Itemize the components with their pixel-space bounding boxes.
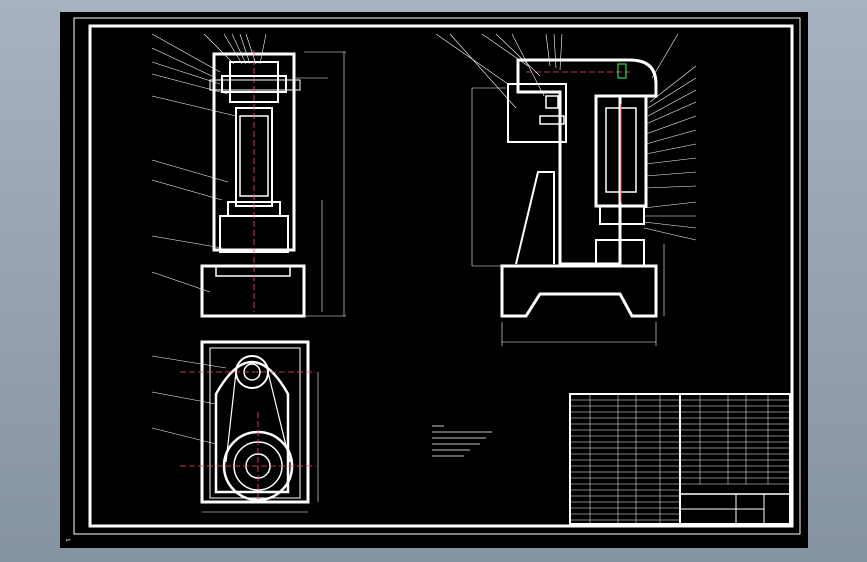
title-block (569, 393, 791, 525)
side-view (435, 33, 697, 346)
top-view (151, 340, 319, 513)
outer-frame (73, 17, 801, 535)
technical-notes (432, 425, 492, 457)
cad-drawing (73, 17, 801, 535)
drawing-sheet: ⌐ (60, 12, 808, 548)
inner-frame (88, 24, 794, 528)
front-view (151, 33, 346, 318)
ucs-axis-icon: ⌐ (66, 536, 71, 545)
